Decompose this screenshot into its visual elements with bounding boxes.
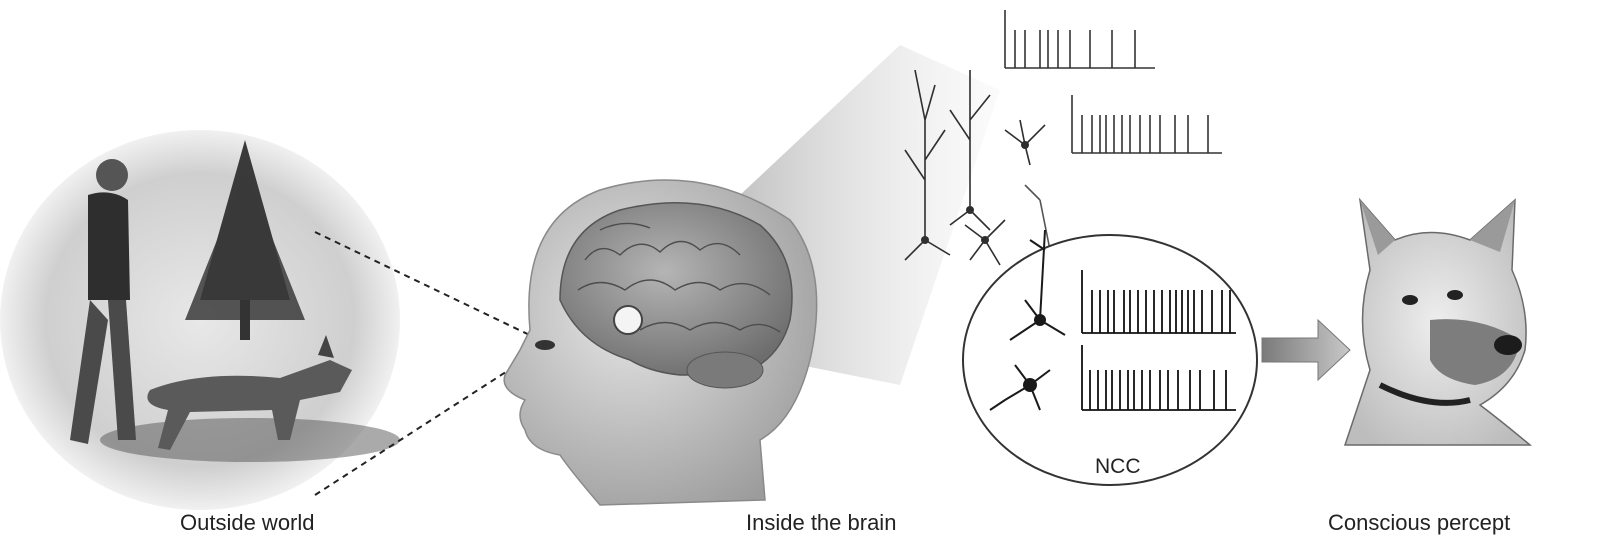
eye xyxy=(535,340,555,350)
caption-outside-world: Outside world xyxy=(180,510,315,536)
dog-nose xyxy=(1494,335,1522,355)
dog-eye-left xyxy=(1402,295,1418,305)
cerebellum xyxy=(687,352,763,388)
dog-eye-right xyxy=(1447,290,1463,300)
head-illustration xyxy=(504,180,817,505)
ground-shadow xyxy=(100,418,400,462)
caption-conscious-percept: Conscious percept xyxy=(1328,510,1510,536)
outside-world-scene xyxy=(0,130,540,510)
ncc-label: NCC xyxy=(1095,455,1141,479)
visual-area-highlight xyxy=(614,306,642,334)
percept-arrow xyxy=(1262,320,1350,380)
caption-inside-brain: Inside the brain xyxy=(746,510,896,536)
spike-train-upper-1 xyxy=(1005,10,1155,68)
dog-portrait xyxy=(1345,200,1530,445)
spike-train-upper-2 xyxy=(1072,95,1222,153)
ncc-ellipse xyxy=(963,235,1257,485)
